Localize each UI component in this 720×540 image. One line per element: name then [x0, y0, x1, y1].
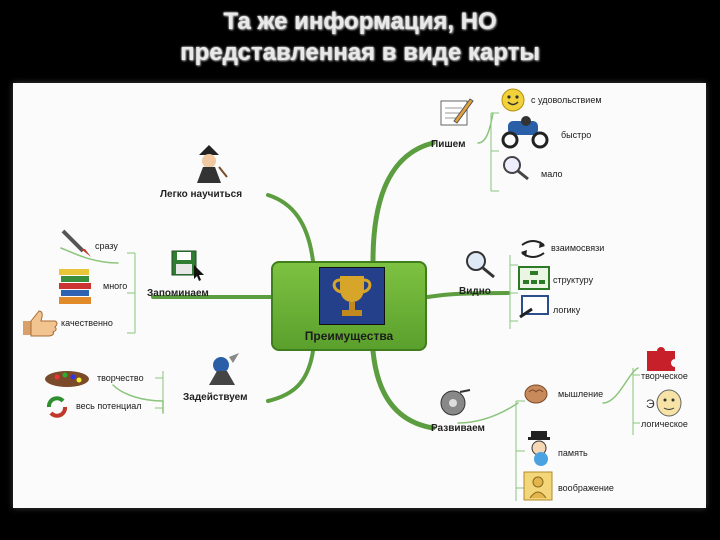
item-see-1: взаимосвязи — [551, 243, 604, 253]
item-develop-1: мышление — [558, 389, 603, 399]
imagination-icon — [523, 471, 553, 506]
title-line-2: представленная в виде карты — [0, 37, 720, 68]
thumbs-up-icon — [19, 309, 61, 342]
item-engage-1: творчество — [97, 373, 144, 383]
recycle-icon — [43, 395, 71, 424]
branch-label-engage: Задействуем — [183, 392, 248, 403]
reel-icon — [438, 388, 472, 423]
item-see-3: логику — [553, 305, 580, 315]
branch-label-see: Видно — [459, 286, 491, 297]
smiley-icon — [500, 87, 526, 118]
branch-label-write: Пишем — [431, 139, 466, 150]
item-develop-sub-1: творческое — [641, 371, 688, 381]
central-node: Преимущества — [271, 261, 427, 351]
trophy-icon — [319, 267, 385, 325]
item-write-2: быстро — [561, 130, 591, 140]
notepad-icon — [438, 95, 474, 134]
branch-label-learn: Легко научиться — [160, 189, 242, 200]
item-remember-3: качественно — [61, 318, 113, 328]
item-develop-3: воображение — [558, 483, 614, 493]
books-icon — [57, 267, 97, 312]
item-write-3: мало — [541, 169, 563, 179]
item-remember-2: много — [103, 281, 127, 291]
brain-icon — [523, 383, 549, 410]
palette-icon — [43, 369, 91, 394]
title-line-1: Та же информация, НО — [0, 6, 720, 37]
branch-label-remember: Запоминаем — [147, 288, 209, 299]
paintbrush-icon — [59, 229, 95, 264]
item-see-2: структуру — [553, 275, 593, 285]
memory-icon — [525, 429, 555, 472]
wizard-icon — [203, 351, 243, 392]
floppy-icon — [170, 249, 206, 286]
svg-text:Э: Э — [646, 397, 655, 411]
item-write-1: с удовольствием — [531, 95, 602, 105]
structure-icon — [518, 266, 550, 295]
item-engage-2: весь потенциал — [76, 401, 142, 411]
logic-icon — [518, 295, 550, 326]
magnifier-icon — [463, 249, 497, 284]
magnifier-icon — [500, 153, 534, 186]
central-node-label: Преимущества — [273, 329, 425, 343]
item-remember-1: сразу — [95, 241, 118, 251]
motorcycle-icon — [500, 115, 550, 154]
item-develop-sub-2: логическое — [641, 419, 688, 429]
face-icon: Э — [643, 388, 683, 423]
arrows-icon — [518, 237, 548, 266]
wizard-icon — [189, 143, 229, 190]
item-develop-2: память — [558, 448, 588, 458]
slide-title: Та же информация, НО представленная в ви… — [0, 6, 720, 68]
mind-map-panel: Преимущества Пишем с удовольствием быстр… — [13, 83, 706, 508]
branch-label-develop: Развиваем — [431, 423, 485, 434]
